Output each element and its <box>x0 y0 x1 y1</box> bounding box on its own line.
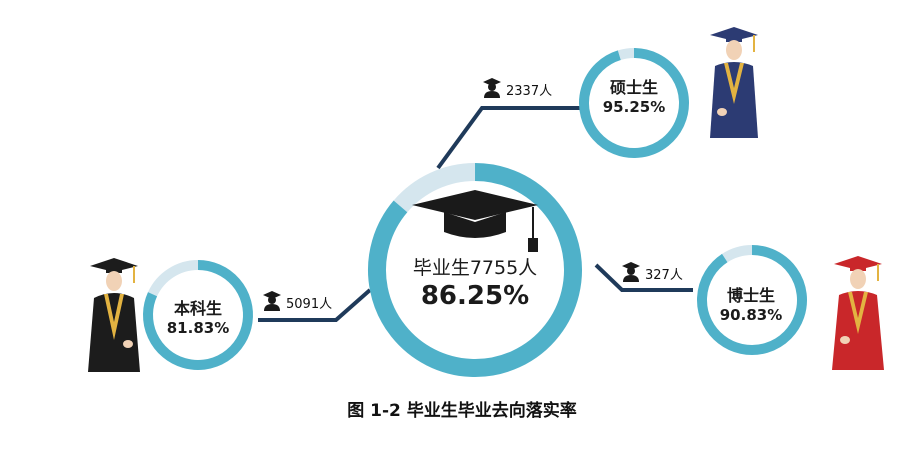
doctor-count: 327人 <box>645 268 683 283</box>
connector-doctor <box>594 263 693 292</box>
center-name: 毕业生7755人 <box>412 257 538 279</box>
center-ring-value <box>368 163 582 377</box>
ring-center <box>368 163 582 377</box>
doctor-ring-value <box>697 245 807 355</box>
center-rate: 86.25% <box>420 281 530 311</box>
bachelor-count: 5091人 <box>286 297 333 312</box>
person-icon-bachelor <box>263 291 281 311</box>
master-graduate-figure <box>710 27 758 138</box>
master-name: 硕士生 <box>609 78 658 97</box>
bachelor-label: 本科生 81.83% <box>153 299 243 337</box>
connector-bachelor <box>258 288 372 322</box>
master-ring-remainder <box>617 48 635 61</box>
bachelor-name: 本科生 <box>173 299 222 318</box>
doctor-ring-remainder <box>722 245 753 263</box>
ring-bachelor <box>143 260 253 370</box>
doctor-rate: 90.83% <box>719 306 783 324</box>
master-ring-value <box>579 48 689 158</box>
ring-doctor <box>697 245 807 355</box>
master-label: 硕士生 95.25% <box>589 78 679 116</box>
connector-master <box>436 106 582 170</box>
center-ring-remainder <box>393 163 476 213</box>
master-count: 2337人 <box>506 84 553 99</box>
master-rate: 95.25% <box>602 98 666 116</box>
bachelor-ring-value <box>143 260 253 370</box>
center-label: 毕业生7755人 86.25% <box>395 256 555 312</box>
bachelor-ring-remainder <box>147 260 199 297</box>
person-icon-doctor <box>622 262 640 282</box>
doctor-label: 博士生 90.83% <box>706 286 796 324</box>
figure-caption: 图 1-2 毕业生毕业去向落实率 <box>347 401 577 421</box>
person-icon-master <box>483 78 501 98</box>
bachelor-graduate-figure <box>88 258 140 372</box>
bachelor-rate: 81.83% <box>166 319 230 337</box>
doctor-name: 博士生 <box>726 286 775 305</box>
doctor-graduate-figure <box>832 256 884 370</box>
graduation-cap-icon <box>412 190 538 252</box>
ring-master <box>579 48 689 158</box>
